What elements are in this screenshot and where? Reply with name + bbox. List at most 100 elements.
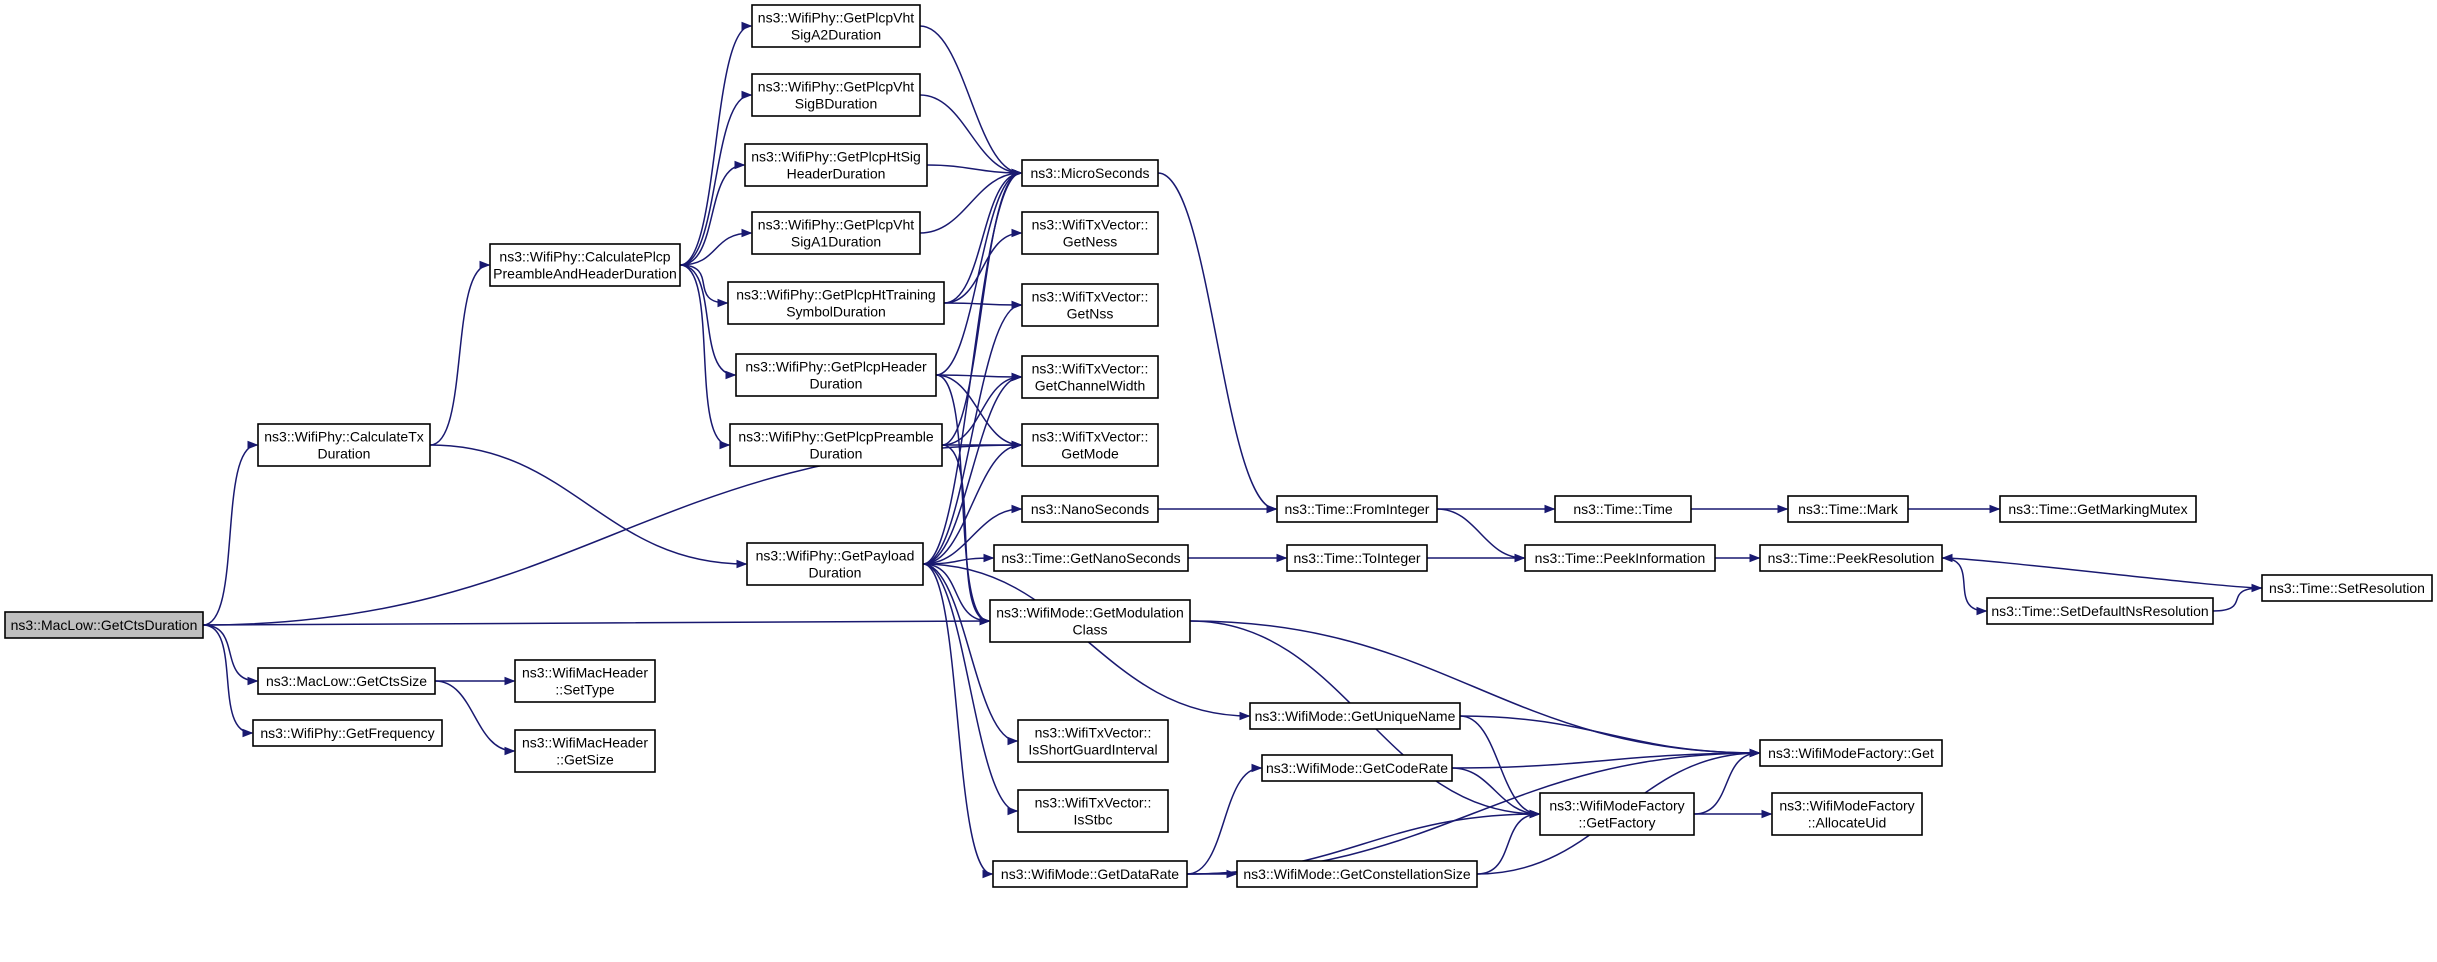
node-getfrequency[interactable]: ns3::WifiPhy::GetFrequency — [252, 719, 443, 747]
node-getcoderate[interactable]: ns3::WifiMode::GetCodeRate — [1261, 754, 1453, 782]
edge-frominteger-to-peekinfo — [1436, 508, 1526, 563]
edge-line — [679, 264, 728, 304]
node-mark[interactable]: ns3::Time::Mark — [1787, 495, 1909, 523]
node-box — [1986, 597, 2214, 625]
node-label: ns3::WifiMode::GetConstellationSize — [1243, 866, 1470, 882]
node-frominteger[interactable]: ns3::Time::FromInteger — [1276, 495, 1438, 523]
node-settype[interactable]: ns3::WifiMacHeader::SetType — [514, 659, 656, 703]
arrowhead — [242, 728, 254, 738]
node-label: ns3::MicroSeconds — [1030, 165, 1149, 181]
edge-line — [202, 624, 258, 682]
node-label: IsShortGuardInterval — [1028, 742, 1157, 758]
arrowhead — [1011, 228, 1023, 238]
node-getctsduration[interactable]: ns3::MacLow::GetCtsDuration — [4, 611, 204, 639]
node-getmode[interactable]: ns3::WifiTxVector::GetMode — [1021, 423, 1159, 467]
node-factoryget[interactable]: ns3::WifiModeFactory::Get — [1759, 739, 1943, 767]
node-box — [993, 544, 1189, 572]
node-box — [1999, 495, 2197, 523]
arrowhead — [1011, 300, 1023, 310]
node-label: ns3::Time::GetMarkingMutex — [2008, 501, 2187, 517]
arrowhead — [1514, 553, 1526, 563]
edge-line — [1693, 752, 1760, 815]
node-label: ns3::WifiTxVector:: — [1035, 725, 1152, 741]
arrowhead — [1011, 440, 1023, 450]
node-allocateuid[interactable]: ns3::WifiModeFactory::AllocateUid — [1771, 792, 1923, 836]
edge-httraining-to-microseconds — [943, 168, 1023, 304]
node-time[interactable]: ns3::Time::Time — [1554, 495, 1692, 523]
node-label: SigA1Duration — [791, 234, 881, 250]
node-getness[interactable]: ns3::WifiTxVector::GetNess — [1021, 211, 1159, 255]
node-box — [257, 423, 431, 467]
arrowhead — [1761, 809, 1773, 819]
node-label: PreambleAndHeaderDuration — [493, 266, 677, 282]
node-peekresolution[interactable]: ns3::Time::PeekResolution — [1759, 544, 1943, 572]
arrowhead — [741, 90, 753, 100]
node-setresolution[interactable]: ns3::Time::SetResolution — [2261, 574, 2433, 602]
node-nanoseconds[interactable]: ns3::NanoSeconds — [1021, 495, 1159, 523]
edge-line — [1459, 715, 1540, 815]
node-tointeger[interactable]: ns3::Time::ToInteger — [1286, 544, 1428, 572]
node-getsize[interactable]: ns3::WifiMacHeader::GetSize — [514, 729, 656, 773]
node-getnanoseconds[interactable]: ns3::Time::GetNanoSeconds — [993, 544, 1189, 572]
node-isshortgi[interactable]: ns3::WifiTxVector::IsShortGuardInterval — [1017, 719, 1169, 763]
edge-getconstsize-to-getfactory — [1476, 809, 1541, 875]
edge-getpayload-to-nanoseconds — [922, 504, 1023, 565]
node-label: ns3::NanoSeconds — [1031, 501, 1149, 517]
node-box — [1021, 495, 1159, 523]
node-label: ns3::WifiTxVector:: — [1032, 289, 1149, 305]
node-getctssize[interactable]: ns3::MacLow::GetCtsSize — [257, 667, 436, 695]
node-label: GetMode — [1061, 446, 1119, 462]
node-getdatarate[interactable]: ns3::WifiMode::GetDataRate — [992, 860, 1188, 888]
node-isstbc[interactable]: ns3::WifiTxVector::IsStbc — [1017, 789, 1169, 833]
node-calcplcp[interactable]: ns3::WifiPhy::CalculatePlcpPreambleAndHe… — [489, 243, 681, 287]
node-httraining[interactable]: ns3::WifiPhy::GetPlcpHtTrainingSymbolDur… — [727, 281, 945, 325]
arrowhead — [982, 869, 994, 879]
node-getnss[interactable]: ns3::WifiTxVector::GetNss — [1021, 283, 1159, 327]
node-box — [746, 542, 924, 586]
node-setdefaultns[interactable]: ns3::Time::SetDefaultNsResolution — [1986, 597, 2214, 625]
arrowhead — [1011, 504, 1023, 514]
node-getuniquename[interactable]: ns3::WifiMode::GetUniqueName — [1249, 702, 1461, 730]
edge-line — [922, 563, 1018, 742]
node-label: ns3::WifiPhy::CalculatePlcp — [499, 249, 670, 265]
node-label: Duration — [810, 376, 863, 392]
edge-line — [679, 94, 752, 266]
node-peekinfo[interactable]: ns3::Time::PeekInformation — [1524, 544, 1716, 572]
node-box — [252, 719, 443, 747]
node-getchannelwidth[interactable]: ns3::WifiTxVector::GetChannelWidth — [1021, 355, 1159, 399]
edge-frominteger-to-time — [1436, 504, 1556, 514]
node-label: ns3::WifiTxVector:: — [1032, 217, 1149, 233]
edge-line — [943, 172, 1022, 304]
arrowhead — [1529, 809, 1541, 819]
edge-line — [935, 172, 1022, 376]
edge-line — [926, 164, 1022, 174]
edge-nanoseconds-to-frominteger — [1157, 504, 1278, 514]
node-box — [751, 73, 921, 117]
node-getconstsize[interactable]: ns3::WifiMode::GetConstellationSize — [1236, 860, 1478, 888]
node-box — [992, 860, 1188, 888]
edge-calcplcp-to-plcpheader — [679, 264, 737, 380]
edge-line — [922, 444, 1022, 565]
node-label: ns3::WifiPhy::GetPlcpVht — [758, 10, 915, 26]
edge-line — [679, 264, 736, 376]
node-box — [735, 353, 937, 397]
node-getfactory[interactable]: ns3::WifiModeFactory::GetFactory — [1539, 792, 1695, 836]
arrowhead — [504, 746, 516, 756]
edge-setdefaultns-to-setresolution — [2212, 583, 2263, 612]
arrowhead — [1749, 748, 1761, 758]
edge-line — [941, 376, 1022, 446]
node-microseconds[interactable]: ns3::MicroSeconds — [1021, 159, 1159, 187]
node-getmarkingmutex[interactable]: ns3::Time::GetMarkingMutex — [1999, 495, 2197, 523]
arrowhead — [717, 298, 729, 308]
edge-getctsduration-to-getctssize — [202, 624, 259, 686]
